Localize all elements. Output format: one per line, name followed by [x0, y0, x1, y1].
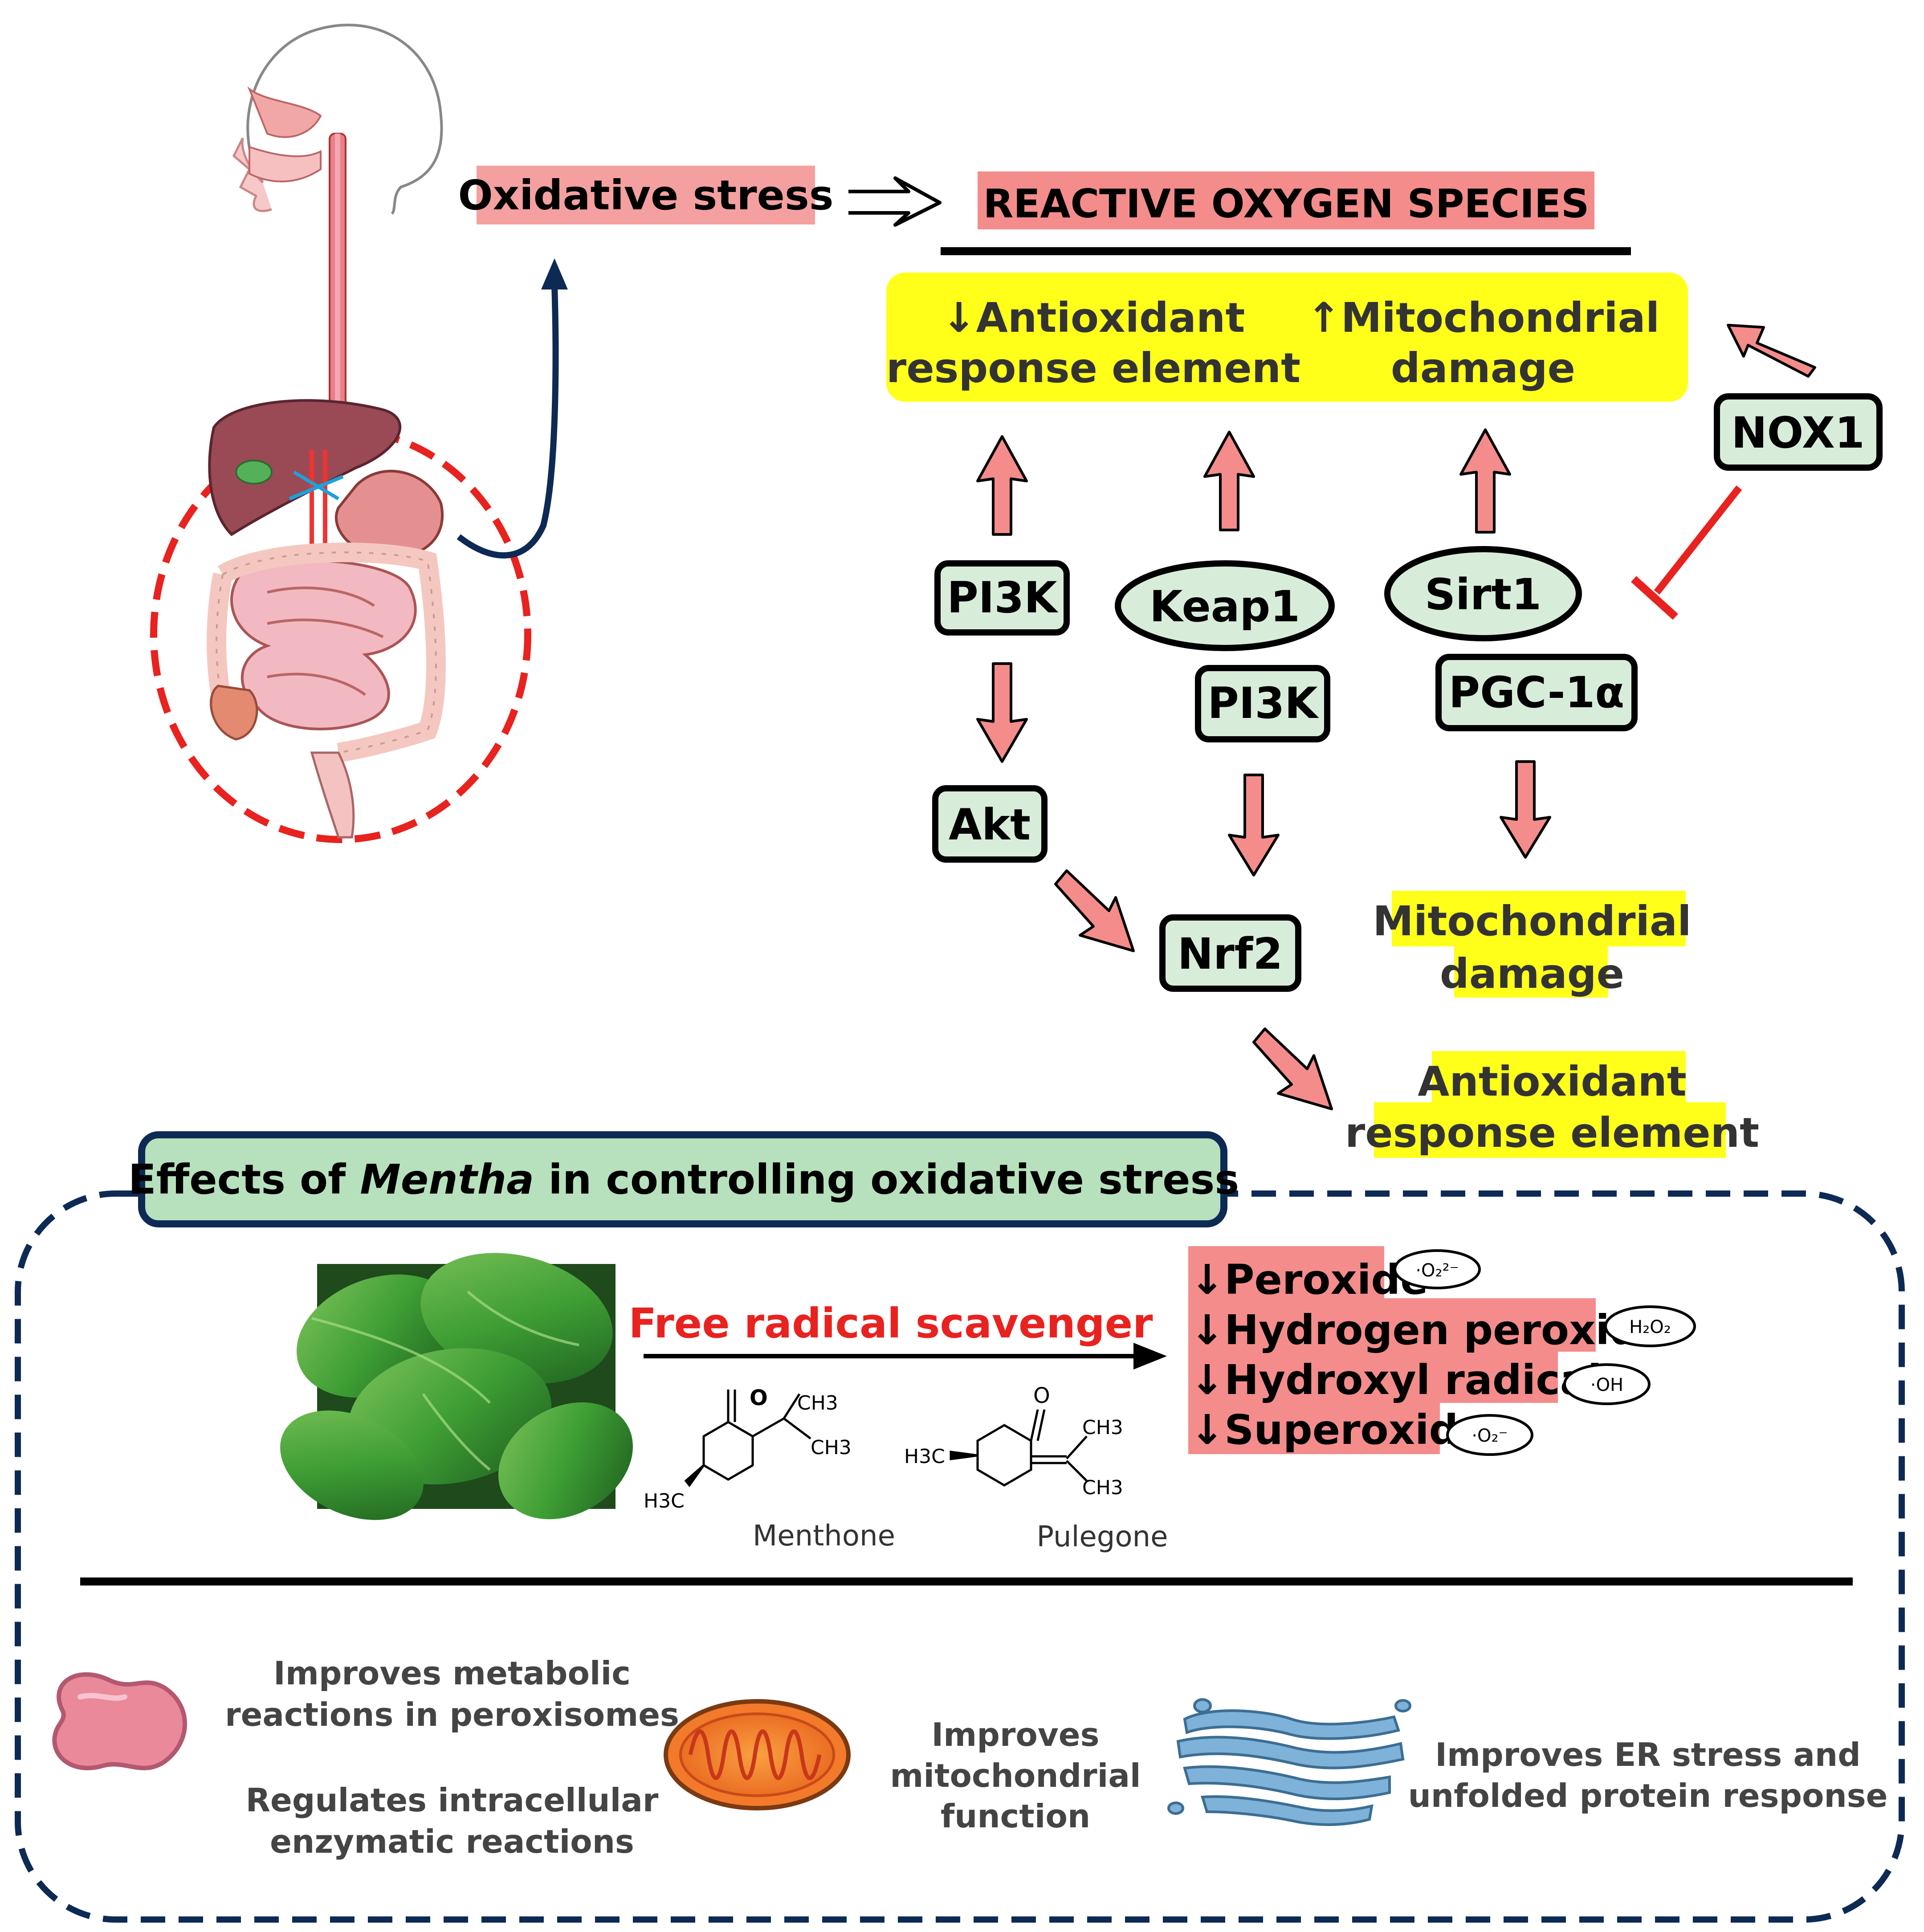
svg-text:Keap1: Keap1 [1150, 582, 1300, 632]
radical-peroxide: ↓Peroxide [1190, 1256, 1428, 1304]
akt-to-nrf2-arrow [1054, 869, 1135, 952]
digestive-system-illustration [150, 24, 568, 843]
mentha-header: Effects of Mentha in controlling oxidati… [128, 1131, 1239, 1227]
menthone-structure [684, 1390, 811, 1488]
effect-mito-2: mitochondrial [890, 1757, 1141, 1794]
pi3k-up-arrow [976, 435, 1028, 536]
header-prefix: Effects of [128, 1156, 360, 1203]
effects-texts: Improves metabolic reactions in peroxiso… [225, 1655, 1887, 1860]
radical-superoxide: ↓Superoxide [1190, 1406, 1486, 1454]
nox1-node: NOX1 [1714, 393, 1883, 471]
svg-text:Effects of Mentha in controlli: Effects of Mentha in controlling oxidati… [128, 1156, 1239, 1203]
keap1-up-arrow [1203, 431, 1255, 531]
svg-text:PI3K: PI3K [1207, 678, 1319, 728]
pulegone-ch3-bottom: CH3 [1082, 1476, 1123, 1499]
menthone-ch3-top: CH3 [797, 1392, 838, 1414]
pulegone-o: O [1033, 1383, 1050, 1408]
scavenger-arrow [644, 1343, 1167, 1370]
mint-leaves-photo [280, 1253, 633, 1520]
svg-text:NOX1: NOX1 [1731, 408, 1864, 458]
svg-text:damage: damage [1440, 950, 1624, 998]
sirt1-node: Sirt1 [1384, 546, 1582, 641]
nrf2-node: Nrf2 [1159, 914, 1301, 992]
keap1-node: Keap1 [1115, 560, 1335, 651]
svg-text:Mitochondrial: Mitochondrial [1373, 897, 1691, 945]
mito-damage-outcome: Mitochondrial damage [1373, 891, 1692, 998]
svg-text:REACTIVE OXYGEN SPECIES: REACTIVE OXYGEN SPECIES [983, 181, 1590, 227]
svg-text:↓Antioxidant: ↓Antioxidant [942, 294, 1245, 342]
svg-text:Akt: Akt [949, 800, 1031, 850]
nox1-to-box-arrow [1727, 324, 1816, 378]
scavenger-label: Free radical scavenger [628, 1300, 1153, 1347]
radicals-list: ↓Peroxide ↓Hydrogen peroxide ↓Hydroxyl r… [1188, 1246, 1696, 1456]
svg-text:Oxidative stress: Oxidative stress [458, 171, 834, 219]
header-suffix: in controlling oxidative stress [534, 1156, 1239, 1203]
radical-hydrogen-peroxide: ↓Hydrogen peroxide [1190, 1306, 1667, 1354]
effect-peroxisome-1: Improves metabolic [273, 1655, 631, 1692]
effect-mito-1: Improves [932, 1716, 1100, 1753]
radical-hydroxyl: ↓Hydroxyl radical [1190, 1356, 1602, 1404]
pulegone-structure [950, 1409, 1088, 1487]
ros-underline [941, 247, 1631, 255]
pgc1a-node: PGC-1α [1435, 654, 1638, 731]
ros-effects-box: ↓Antioxidant response element ↑Mitochond… [886, 273, 1688, 402]
formula-hydrogen-peroxide: H₂O₂ [1629, 1317, 1671, 1337]
pi3k-to-nrf2-arrow [1228, 774, 1280, 876]
panel-divider [80, 1577, 1853, 1586]
are-outcome: Antioxidant response element [1345, 1051, 1759, 1158]
sirt1-up-arrow [1459, 428, 1511, 534]
pulegone-ch3-top: CH3 [1082, 1416, 1123, 1439]
formula-peroxide: ·O₂²⁻ [1415, 1260, 1459, 1281]
svg-text:PGC-1α: PGC-1α [1449, 668, 1624, 717]
pathway-arrows [976, 428, 1551, 1110]
mitochondrion-icon [664, 1699, 851, 1810]
menthone-ch3-right: CH3 [811, 1436, 852, 1459]
pulegone-name: Pulegone [1037, 1520, 1168, 1553]
svg-text:Nrf2: Nrf2 [1178, 929, 1283, 979]
effect-enzymatic-1: Regulates intracellular [246, 1781, 659, 1819]
header-italic: Mentha [360, 1156, 534, 1203]
akt-node: Akt [932, 785, 1048, 863]
pulegone-h3c: H3C [904, 1445, 945, 1468]
organ-to-stress-arrow [457, 285, 559, 559]
formula-hydroxyl: ·OH [1590, 1375, 1623, 1395]
menthone-o: O [750, 1386, 768, 1410]
svg-text:response element: response element [1345, 1109, 1759, 1157]
formula-superoxide: ·O₂⁻ [1472, 1426, 1508, 1446]
pi3k-mid-node: PI3K [1195, 665, 1330, 742]
endoplasmic-reticulum-icon [1167, 1698, 1411, 1826]
menthone-h3c: H3C [644, 1490, 685, 1512]
nox1-inhibition [1631, 485, 1742, 620]
nrf2-to-are-arrow [1252, 1027, 1333, 1110]
peroxisome-icon [52, 1672, 187, 1770]
effect-peroxisome-2: reactions in peroxisomes [225, 1696, 679, 1733]
pi3k-left-node: PI3K [934, 560, 1070, 636]
effect-mito-3: function [941, 1797, 1090, 1835]
svg-text:Antioxidant: Antioxidant [1418, 1058, 1687, 1105]
ros-label: REACTIVE OXYGEN SPECIES [978, 171, 1594, 229]
effect-er-1: Improves ER stress and [1435, 1736, 1860, 1773]
pi3k-to-akt-arrow [976, 662, 1028, 763]
menthone-name: Menthone [753, 1520, 895, 1553]
svg-text:damage: damage [1391, 344, 1575, 392]
stress-to-ros-arrow [848, 176, 942, 227]
svg-text:Sirt1: Sirt1 [1425, 570, 1541, 620]
svg-text:PI3K: PI3K [947, 573, 1059, 623]
effect-er-2: unfolded protein response [1408, 1777, 1888, 1814]
oxidative-stress-label: Oxidative stress [458, 166, 834, 224]
svg-text:response element: response element [886, 344, 1300, 392]
svg-text:↑Mitochondrial: ↑Mitochondrial [1307, 294, 1659, 342]
effect-enzymatic-2: enzymatic reactions [270, 1823, 634, 1860]
pgc1a-down-arrow [1500, 760, 1551, 859]
